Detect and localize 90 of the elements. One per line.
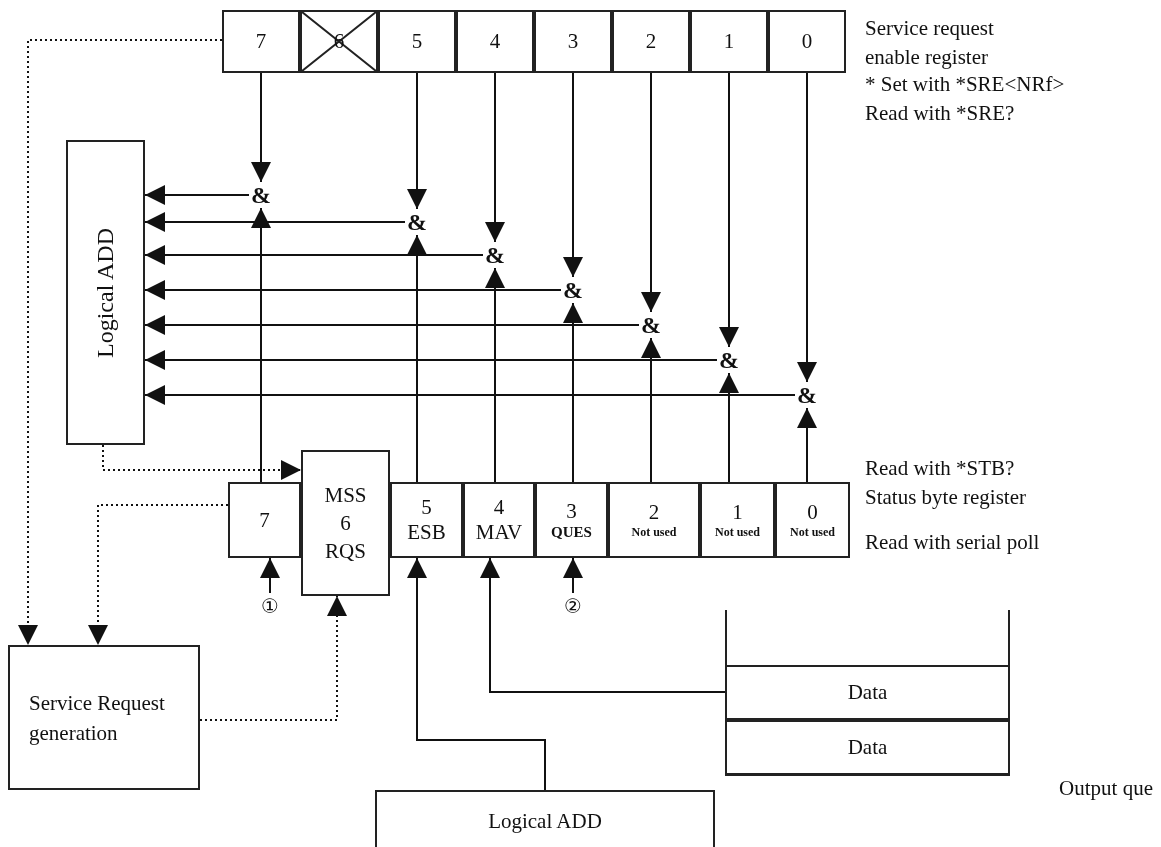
arrow	[485, 72, 505, 243]
register-note: * Set with *SRE<NRf>	[865, 72, 1065, 97]
arrow	[144, 315, 640, 335]
bit-number: MSS 6 RQS	[323, 482, 368, 565]
box-label: Service Request generation	[29, 689, 166, 747]
register-note: Read with *SRE?	[865, 101, 1015, 126]
queue-label: Output que	[1059, 776, 1153, 801]
and-gate-symbol: &	[251, 183, 271, 207]
bit-number: 3	[566, 499, 577, 524]
register-bit	[775, 482, 850, 558]
bit-number: 1	[723, 29, 735, 54]
arrow	[563, 557, 583, 594]
arrow	[251, 72, 271, 183]
arrow	[144, 185, 250, 205]
register-bit	[222, 10, 300, 73]
bit-number: 0	[801, 29, 813, 54]
arrow	[144, 280, 562, 300]
bit-name: QUES	[551, 524, 592, 541]
bit-number: 7	[259, 507, 270, 533]
register-bit	[301, 450, 390, 596]
bit-number: 1	[732, 500, 743, 525]
register-bit	[768, 10, 846, 73]
arrow	[144, 385, 796, 405]
arrow	[480, 557, 726, 693]
register-note: Read with *STB?	[865, 456, 1015, 481]
register-bit	[690, 10, 768, 73]
arrow	[144, 245, 484, 265]
arrow	[563, 302, 583, 483]
arrow	[641, 72, 661, 313]
arrow	[407, 72, 427, 210]
register-bit	[378, 10, 456, 73]
arrow	[485, 267, 505, 483]
bit-name: Not used	[790, 525, 835, 540]
process-box	[375, 790, 715, 847]
and-gate-symbol: &	[641, 313, 661, 337]
bit-name: Not used	[631, 525, 677, 540]
arrow	[641, 337, 661, 483]
arrow	[251, 207, 271, 483]
register-note: Service request enable register	[865, 15, 995, 71]
and-gate-symbol: &	[797, 383, 817, 407]
bit-number: 7	[255, 29, 267, 54]
bit-name: ESB	[407, 520, 446, 545]
arrow	[144, 212, 406, 232]
box-label: Logical ADD	[92, 227, 119, 358]
and-gate-symbol: &	[407, 210, 427, 234]
arrow	[88, 504, 229, 646]
bit-number: 2	[645, 29, 657, 54]
register-note: Read with serial poll	[865, 530, 1040, 555]
arrow	[797, 72, 817, 383]
arrow	[797, 407, 817, 483]
arrow	[407, 557, 546, 791]
circled-number: ②	[564, 594, 582, 618]
process-box	[725, 720, 1010, 775]
arrow	[719, 72, 739, 348]
arrow	[260, 557, 280, 594]
bit-number: 3	[567, 29, 579, 54]
bit-name: Not used	[715, 525, 760, 540]
register-note: Status byte register	[865, 485, 1026, 510]
process-box	[725, 665, 1010, 720]
bit-number: 5	[421, 495, 432, 520]
arrow	[144, 350, 718, 370]
arrow	[719, 372, 739, 483]
arrow	[18, 39, 223, 646]
and-gate-symbol: &	[563, 278, 583, 302]
register-bit	[700, 482, 775, 558]
bit-number: 4	[489, 29, 501, 54]
arrow	[563, 72, 583, 278]
arrow	[102, 444, 302, 480]
circled-number: ①	[261, 594, 279, 618]
bit-number: 0	[807, 500, 818, 525]
register-bit	[535, 482, 608, 558]
process-box	[66, 140, 145, 445]
bit-number: 5	[411, 29, 423, 54]
register-bit	[228, 482, 301, 558]
register-bit	[612, 10, 690, 73]
register-bit	[608, 482, 700, 558]
bit-number: 2	[648, 500, 660, 525]
bit-number: 4	[493, 495, 505, 520]
register-bit	[534, 10, 612, 73]
box-label: Logical ADD	[488, 808, 602, 834]
and-gate-symbol: &	[719, 348, 739, 372]
box-label: Data	[847, 735, 888, 760]
and-gate-symbol: &	[485, 243, 505, 267]
box-label: Data	[847, 680, 888, 705]
arrow	[407, 234, 427, 483]
register-bit	[463, 482, 535, 558]
process-box	[8, 645, 200, 790]
bit-name: MAV	[475, 520, 523, 545]
register-bit	[390, 482, 463, 558]
register-bit	[456, 10, 534, 73]
